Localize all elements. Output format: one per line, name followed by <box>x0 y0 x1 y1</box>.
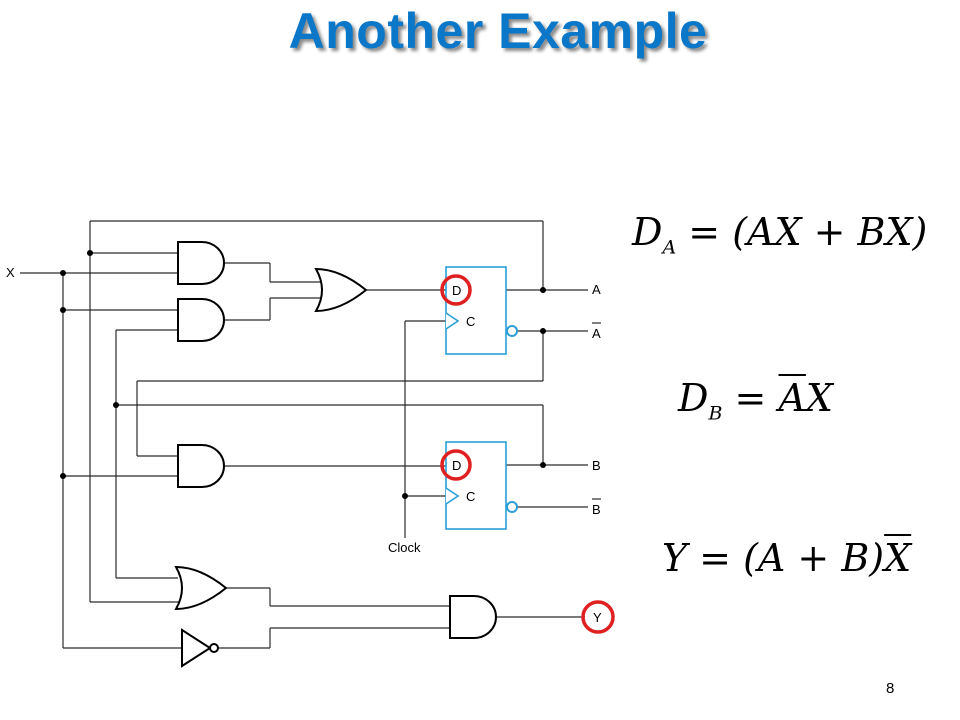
clock-label: Clock <box>388 540 421 555</box>
output-a-label: A <box>592 282 601 297</box>
equation-da-rhs: = (AX + BX) <box>688 210 928 254</box>
output-b-bar-label: B <box>592 502 601 517</box>
flipflop-b-bubble <box>506 501 518 513</box>
highlight-circle-da <box>440 274 472 306</box>
equation-y-lhs: Y = (A + B) <box>662 536 885 580</box>
and-gate-3 <box>177 444 225 488</box>
and-gate-1 <box>177 241 225 285</box>
equation-db-rest: X <box>805 376 833 420</box>
flipflop-a-d-label: D <box>452 283 461 298</box>
junction-dot <box>60 473 66 479</box>
flipflop-a-bubble <box>506 325 518 337</box>
equation-da-lhs: D <box>632 210 663 254</box>
equation-db-eq: = <box>734 376 767 420</box>
wires <box>20 220 588 649</box>
not-gate-bubble <box>209 643 219 653</box>
output-y-label: Y <box>593 610 602 625</box>
flipflop-b-c-label: C <box>466 489 475 504</box>
flipflop-a: D C <box>445 266 518 355</box>
flipflop-a-c-label: C <box>466 314 475 329</box>
equation-y-bar: X <box>884 536 912 580</box>
junction-dot <box>540 328 546 334</box>
junction-dot <box>113 402 119 408</box>
equation-db-lhs: D <box>678 376 709 420</box>
junction-dot <box>540 287 546 293</box>
not-gate <box>181 628 212 668</box>
and-gate-output <box>449 595 497 639</box>
output-a-bar-label: A <box>592 326 601 341</box>
and-gate-2 <box>177 298 225 342</box>
equation-y: Y = (A + B)X <box>662 536 911 580</box>
highlight-circle-db <box>440 449 472 481</box>
equation-da-sub: A <box>662 236 677 259</box>
junction-dot <box>540 462 546 468</box>
highlight-circle-y <box>581 600 615 634</box>
equation-db-bar: A <box>778 376 806 420</box>
equation-db-sub: B <box>708 402 723 425</box>
flipflop-b-d-label: D <box>452 458 461 473</box>
slide-title: Another Example <box>288 3 708 59</box>
or-gate-top <box>314 267 368 313</box>
junction-dots <box>60 250 546 499</box>
junction-dot <box>60 307 66 313</box>
equation-db: DB = AX <box>678 376 833 425</box>
input-x-label: X <box>6 265 15 280</box>
flipflop-b: D C <box>445 441 518 530</box>
page-number: 8 <box>886 680 895 697</box>
junction-dot <box>60 270 66 276</box>
junction-dot <box>87 250 93 256</box>
equation-da: DA = (AX + BX) <box>632 210 927 259</box>
junction-dot <box>402 493 408 499</box>
output-b-label: B <box>592 458 601 473</box>
or-gate-bottom <box>174 565 228 611</box>
